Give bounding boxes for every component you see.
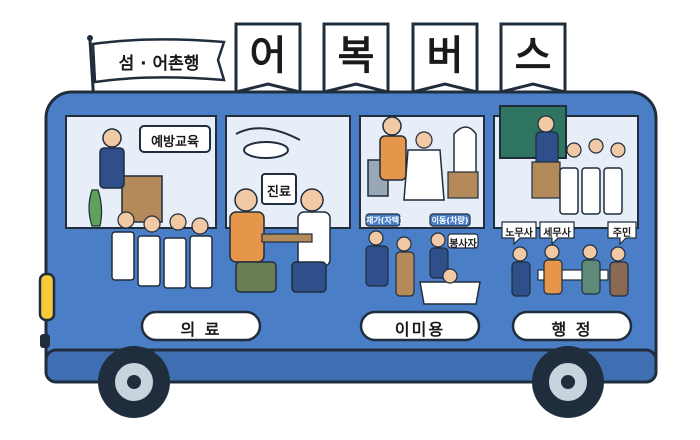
bubble-tax-label: 세무사 bbox=[543, 228, 571, 239]
title-char-2: 복 bbox=[337, 33, 375, 79]
person-icon bbox=[102, 128, 122, 148]
education-sign-label: 예방교육 bbox=[151, 135, 199, 150]
bubble-labor-label: 노무사 bbox=[505, 228, 533, 239]
service-pill-admin bbox=[511, 310, 633, 342]
clinic-sign-label: 진료 bbox=[267, 185, 291, 200]
flag-pole-knob bbox=[87, 35, 93, 41]
tag-visiting-label: 재가(자택) bbox=[366, 216, 403, 225]
person-icon bbox=[117, 211, 135, 229]
person-icon bbox=[234, 188, 258, 212]
person-icon bbox=[512, 246, 528, 262]
tag-mobile bbox=[429, 213, 471, 227]
person-icon bbox=[588, 138, 604, 154]
person-icon bbox=[442, 268, 458, 284]
plant-icon bbox=[88, 189, 103, 227]
person-icon bbox=[610, 246, 626, 262]
title-banner-4 bbox=[499, 22, 567, 94]
title-char-3: 버 bbox=[426, 33, 464, 79]
person-icon bbox=[169, 213, 187, 231]
service-pill-beauty bbox=[359, 310, 481, 342]
person-icon bbox=[368, 230, 384, 246]
person-icon bbox=[382, 116, 402, 136]
meeting-table bbox=[537, 269, 609, 281]
service-label-beauty: 이미용 bbox=[394, 320, 446, 339]
person-icon bbox=[544, 244, 560, 260]
service-pill-medical bbox=[140, 310, 262, 342]
education-sign-board bbox=[139, 125, 211, 153]
podium bbox=[531, 161, 561, 199]
doctor-icon bbox=[300, 188, 324, 212]
rear-wheel bbox=[532, 346, 604, 418]
person-icon bbox=[430, 232, 446, 248]
service-label-admin: 행 정 bbox=[551, 320, 593, 339]
title-banner-3 bbox=[411, 22, 479, 94]
bubble-resident bbox=[607, 221, 637, 246]
service-label-medical: 의 료 bbox=[180, 320, 222, 339]
barber-chair-icon bbox=[403, 149, 445, 201]
title-char-4: 스 bbox=[514, 33, 552, 79]
bubble-labor bbox=[501, 221, 537, 246]
presentation-scene bbox=[499, 105, 626, 215]
volunteer-sign-board bbox=[447, 233, 479, 249]
title-banner-2 bbox=[322, 22, 390, 94]
desk bbox=[261, 233, 313, 243]
title-char-1: 어 bbox=[249, 33, 287, 79]
surgical-lamp bbox=[243, 141, 289, 159]
clinic-scene bbox=[229, 127, 331, 293]
person-icon bbox=[537, 115, 555, 133]
person-icon bbox=[582, 244, 598, 260]
flag-label: 섬 · 어촌행 bbox=[118, 54, 200, 74]
front-wheel bbox=[98, 346, 170, 418]
front-mirror bbox=[40, 334, 50, 348]
consultation-scene bbox=[501, 221, 637, 297]
bubble-resident-label: 주민 bbox=[612, 228, 632, 239]
person-icon bbox=[415, 131, 433, 149]
headlight bbox=[38, 272, 56, 322]
lecture-scene bbox=[88, 125, 213, 289]
person-icon bbox=[143, 215, 161, 233]
person-icon bbox=[379, 135, 407, 181]
volunteer-sign-label: 봉사자 bbox=[449, 239, 477, 250]
title-banners bbox=[234, 22, 567, 94]
person-icon bbox=[191, 217, 209, 235]
person-icon bbox=[229, 211, 265, 263]
person-icon bbox=[99, 147, 125, 189]
home-care-scene bbox=[365, 213, 481, 305]
tag-mobile-label: 이동(차량) bbox=[431, 216, 469, 225]
person-icon bbox=[610, 142, 626, 158]
tag-visiting bbox=[365, 213, 401, 227]
title-banner-1 bbox=[234, 22, 302, 94]
flag-banner bbox=[91, 38, 226, 84]
person-icon bbox=[566, 142, 582, 158]
haircut-scene bbox=[367, 116, 479, 201]
bus-bumper bbox=[44, 348, 658, 384]
person-icon bbox=[396, 236, 412, 252]
clinic-sign-board bbox=[261, 173, 297, 205]
bubble-tax bbox=[539, 221, 575, 246]
bathtub-icon bbox=[419, 281, 481, 305]
